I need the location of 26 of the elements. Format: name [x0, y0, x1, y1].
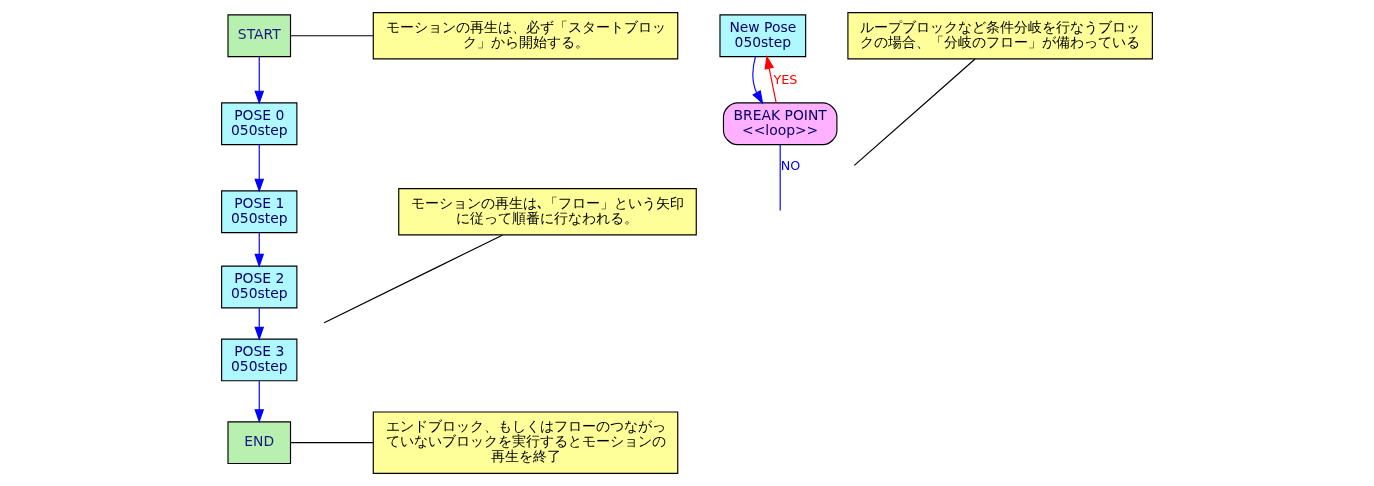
connector [290, 442, 374, 444]
edge-label: NO [780, 157, 801, 173]
node-box: END [227, 421, 292, 465]
node-box: モーションの再生は、必ず「スタートブロック」から開始する。 [372, 12, 679, 60]
connector [323, 234, 503, 324]
arrow [752, 56, 764, 105]
node-box: START [227, 14, 292, 58]
node-box: エンドブロック、もしくはフローのつながっていないブロックを実行するとモーションの再生を終了 [372, 411, 679, 474]
arrow [254, 56, 265, 105]
connector [853, 58, 976, 166]
node-box: POSE 0 050step [221, 102, 298, 146]
arrow [254, 144, 265, 193]
node-box: モーションの再生は､「フロー」という矢印に従って順番に行なわれる。 [398, 188, 697, 236]
node-box: ループブロックなど条件分岐を行なうブロックの場合、「分岐のフロー」が備わっている [847, 12, 1153, 60]
node-box: POSE 3 050step [221, 338, 298, 382]
arrow [254, 380, 265, 424]
arrow [254, 307, 265, 341]
node-box: POSE 1 050step [221, 190, 298, 234]
node-box: BREAK POINT <<loop>> [722, 102, 838, 146]
edge-label: YES [773, 72, 798, 88]
arrow [764, 55, 777, 104]
connector [290, 35, 374, 37]
node-box: POSE 2 050step [221, 265, 298, 309]
arrow [254, 232, 265, 268]
connector [779, 144, 781, 212]
node-box: New Pose 050step [719, 14, 807, 58]
